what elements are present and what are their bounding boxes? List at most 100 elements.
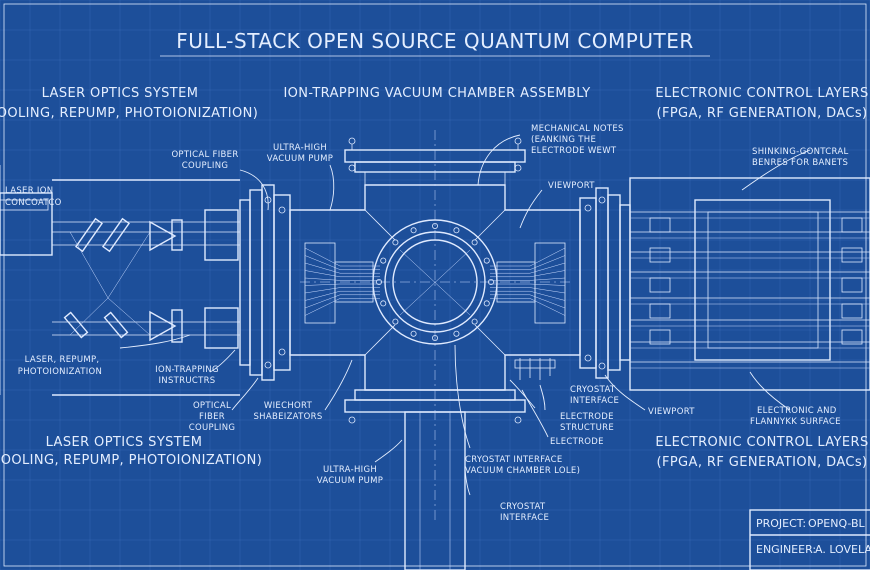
title-block-project-value: OPENQ-BL [808,517,866,530]
bolt-hole [375,278,382,285]
label-cryostat-bottom-1: CRYOSTAT [500,502,546,512]
connector-tabs [649,217,863,345]
label-laser-repump-2: PHOTOIONIZATION [18,367,102,377]
label-ion-trap-instr-2: INSTRUCTRS [158,376,215,386]
bolt-hole [380,300,387,307]
bolt-hole [487,278,494,285]
label-cryostat-chamber-2: VACUUM CHAMBER LOLE) [465,466,580,476]
label-electronic-surface-1: ELECTRONIC AND [757,406,837,416]
connector-tab [649,247,671,263]
label-cryostat-right-1: CRYOSTAT [570,385,616,395]
label-uhv-pump-bottom-2: VACUUM PUMP [317,476,383,486]
bolt-hole [392,318,399,325]
electrode-lead [304,287,341,294]
connector-tab [841,247,863,263]
left-flange-plate-2 [249,189,263,376]
electronic-control-stack [630,199,870,369]
label-uhv-pump-top-1: ULTRA-HIGH [273,143,327,153]
left-top-section-title: LASER OPTICS SYSTEM [42,86,199,101]
bolt-hole [410,227,417,234]
connector-tab [841,217,863,233]
diagram-title: FULL-STACK OPEN SOURCE QUANTUM COMPUTER [176,29,694,53]
connector-tab [649,329,671,345]
electrode-lead [304,262,341,274]
bolt-hole [471,239,478,246]
lens-mount-upper [171,219,183,251]
electrode-lead [304,247,341,267]
right-flange-plate-2 [595,187,609,379]
center-section-title: ION-TRAPPING VACUUM CHAMBER ASSEMBLY [283,86,590,101]
electrode-lead [529,287,566,294]
mirror-upper-1 [74,217,104,253]
left-top-section-subtitle: (COOLING, REPUMP, PHOTOIONIZATION) [0,106,258,121]
electrode-lead [304,283,341,286]
bolt-hole [453,330,460,337]
label-mech-notes-3: ELECTRODE WEWT [531,146,617,156]
label-laser-repump-1: LASER, REPUMP, [25,355,100,365]
laser-source-box [0,192,53,256]
bolt-hole [392,239,399,246]
leader-lines [119,134,811,496]
label-optical-fiber-top-1: OPTICAL FIBER [171,150,238,160]
electrode-lead [529,294,566,309]
right-bottom-section-subtitle: (FPGA, RF GENERATION, DACs) [656,455,867,470]
label-uhv-pump-top-2: VACUUM PUMP [267,154,333,164]
focusing-lens-upper [149,220,177,252]
electrode-lead [304,270,341,278]
label-shielding-2: BENRES FOR BANETS [752,158,848,168]
bolt-hole [431,334,438,341]
bolt-hole [483,257,490,264]
label-cryostat-right-2: INTERFACE [570,396,619,406]
electrode-feedthrough-left [304,242,336,324]
connector-tab [649,217,671,233]
label-viewport-top: VIEWPORT [548,181,595,191]
bolt-hole [483,300,490,307]
bolt-hole [431,222,438,229]
label-cryostat-bottom-2: INTERFACE [500,513,549,523]
label-uhv-pump-bottom-1: ULTRA-HIGH [323,465,377,475]
fiber-coupling-block-upper [204,209,239,261]
label-electrode: ELECTRODE [550,437,604,447]
title-block: PROJECT: OPENQ-BL ENGINEER: A. LOVELA [749,509,870,570]
electrode-lead [529,290,566,301]
label-optical-fiber-top-2: COUPLING [182,161,229,171]
connector-tab [841,329,863,345]
lens-mount-lower [171,309,183,343]
label-optical-fiber-bottom-1: OPTICAL [193,401,231,411]
focusing-lens-lower [149,310,177,342]
bolt-hole [471,318,478,325]
label-optical-fiber-bottom-2: FIBER [199,412,225,422]
label-shielding-1: SHINKING-GONTCRAL [752,147,849,157]
label-wiechort-1: WIECHORT [264,401,313,411]
connector-tab [649,303,671,319]
right-flange-assembly [579,177,870,391]
right-bottom-section-title: ELECTRONIC CONTROL LAYERS [655,435,868,450]
bolt-hole [380,257,387,264]
label-electronic-surface-2: FLANNYKK SURFACE [750,417,841,427]
label-mech-notes-1: MECHANICAL NOTES [531,124,624,134]
label-wiechort-2: SHABEIZATORS [253,412,322,422]
electrode-lead [304,298,341,316]
label-electrode-structure-1: ELECTRODE [560,412,614,422]
right-top-section-title: ELECTRONIC CONTROL LAYERS [655,86,868,101]
viewport-bolts [375,222,494,341]
viewport-bolt-ring [384,231,486,333]
connector-tab [841,277,863,293]
electrode-lead [529,277,566,281]
right-flange-plate-3 [607,194,621,371]
electrode-lead [529,262,566,274]
electrode-lead [304,290,341,301]
bolt-hole [453,227,460,234]
mirror-upper-2 [101,217,131,253]
laser-source-lip [0,199,49,211]
connector-tab [841,303,863,319]
label-mech-notes-2: (EANKING THE [531,135,596,145]
electrode-lead [529,247,566,267]
mirror-lower-2 [103,311,129,339]
laser-optics-assembly [0,165,291,396]
title-block-engineer-label: ENGINEER: [756,543,816,556]
left-flange-plate-3 [261,184,275,381]
electrode-lead [529,255,566,270]
fpga-board-outline [694,199,831,361]
